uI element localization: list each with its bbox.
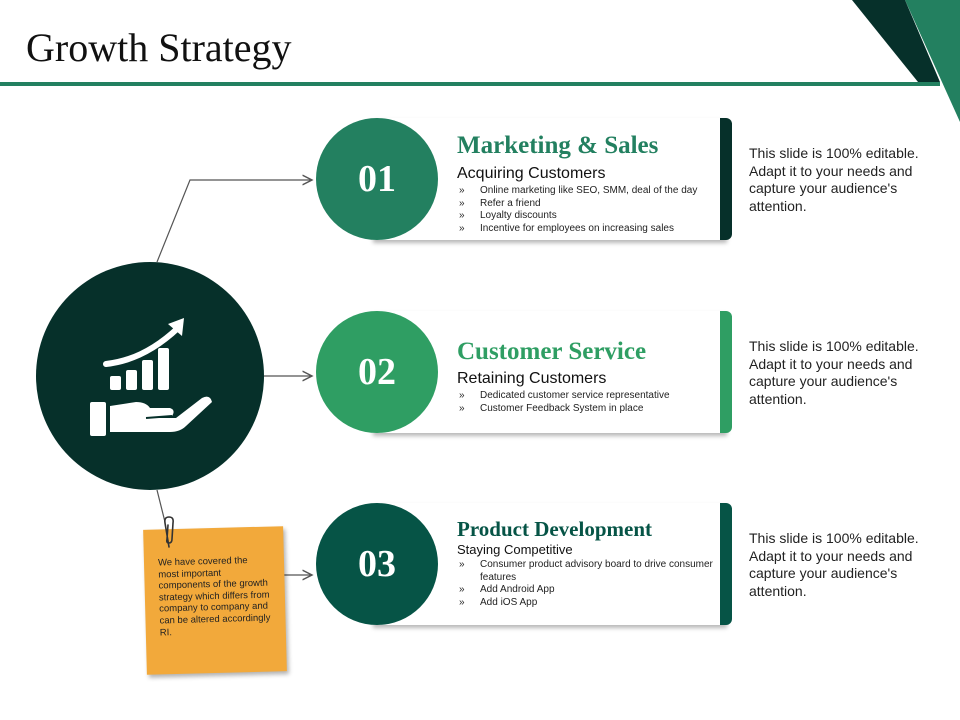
list-item: Dedicated customer service representativ… [457, 390, 719, 403]
list-item: Refer a friend [457, 198, 719, 211]
card-accent-bar [720, 118, 732, 240]
page-title: Growth Strategy [26, 25, 292, 70]
number-circle-3: 03 [316, 503, 438, 625]
list-item: Consumer product advisory board to drive… [457, 559, 719, 584]
card-heading-1: Marketing & Sales [457, 132, 659, 159]
growth-chart-hand-icon [90, 318, 212, 436]
card-subheading-3: Staying Competitive [457, 542, 573, 557]
card-subheading-1: Acquiring Customers [457, 165, 606, 182]
card-subheading-2: Retaining Customers [457, 370, 607, 387]
number-circle-1: 01 [316, 118, 438, 240]
corner-decoration [852, 0, 960, 122]
number-circle-2: 02 [316, 311, 438, 433]
list-item: Incentive for employees on increasing sa… [457, 223, 719, 236]
card-heading-2: Customer Service [457, 338, 647, 365]
side-note-1: This slide is 100% editable. Adapt it to… [749, 145, 919, 214]
bullet-list-1: Online marketing like SEO, SMM, deal of … [457, 185, 719, 235]
growth-hub-circle [36, 262, 264, 490]
sticky-note-text: We have covered the most important compo… [157, 555, 271, 639]
paperclip-icon [164, 516, 174, 548]
side-note-2: This slide is 100% editable. Adapt it to… [749, 338, 919, 407]
connector-1 [156, 180, 312, 263]
title-divider [0, 82, 940, 86]
list-item: Add iOS App [457, 597, 719, 610]
list-item: Online marketing like SEO, SMM, deal of … [457, 185, 719, 198]
list-item: Loyalty discounts [457, 210, 719, 223]
side-note-3: This slide is 100% editable. Adapt it to… [749, 530, 919, 599]
bullet-list-2: Dedicated customer service representativ… [457, 390, 719, 415]
card-accent-bar [720, 503, 732, 625]
card-heading-3: Product Development [457, 517, 652, 541]
card-accent-bar [720, 311, 732, 433]
list-item: Customer Feedback System in place [457, 403, 719, 416]
list-item: Add Android App [457, 584, 719, 597]
bullet-list-3: Consumer product advisory board to drive… [457, 559, 719, 609]
